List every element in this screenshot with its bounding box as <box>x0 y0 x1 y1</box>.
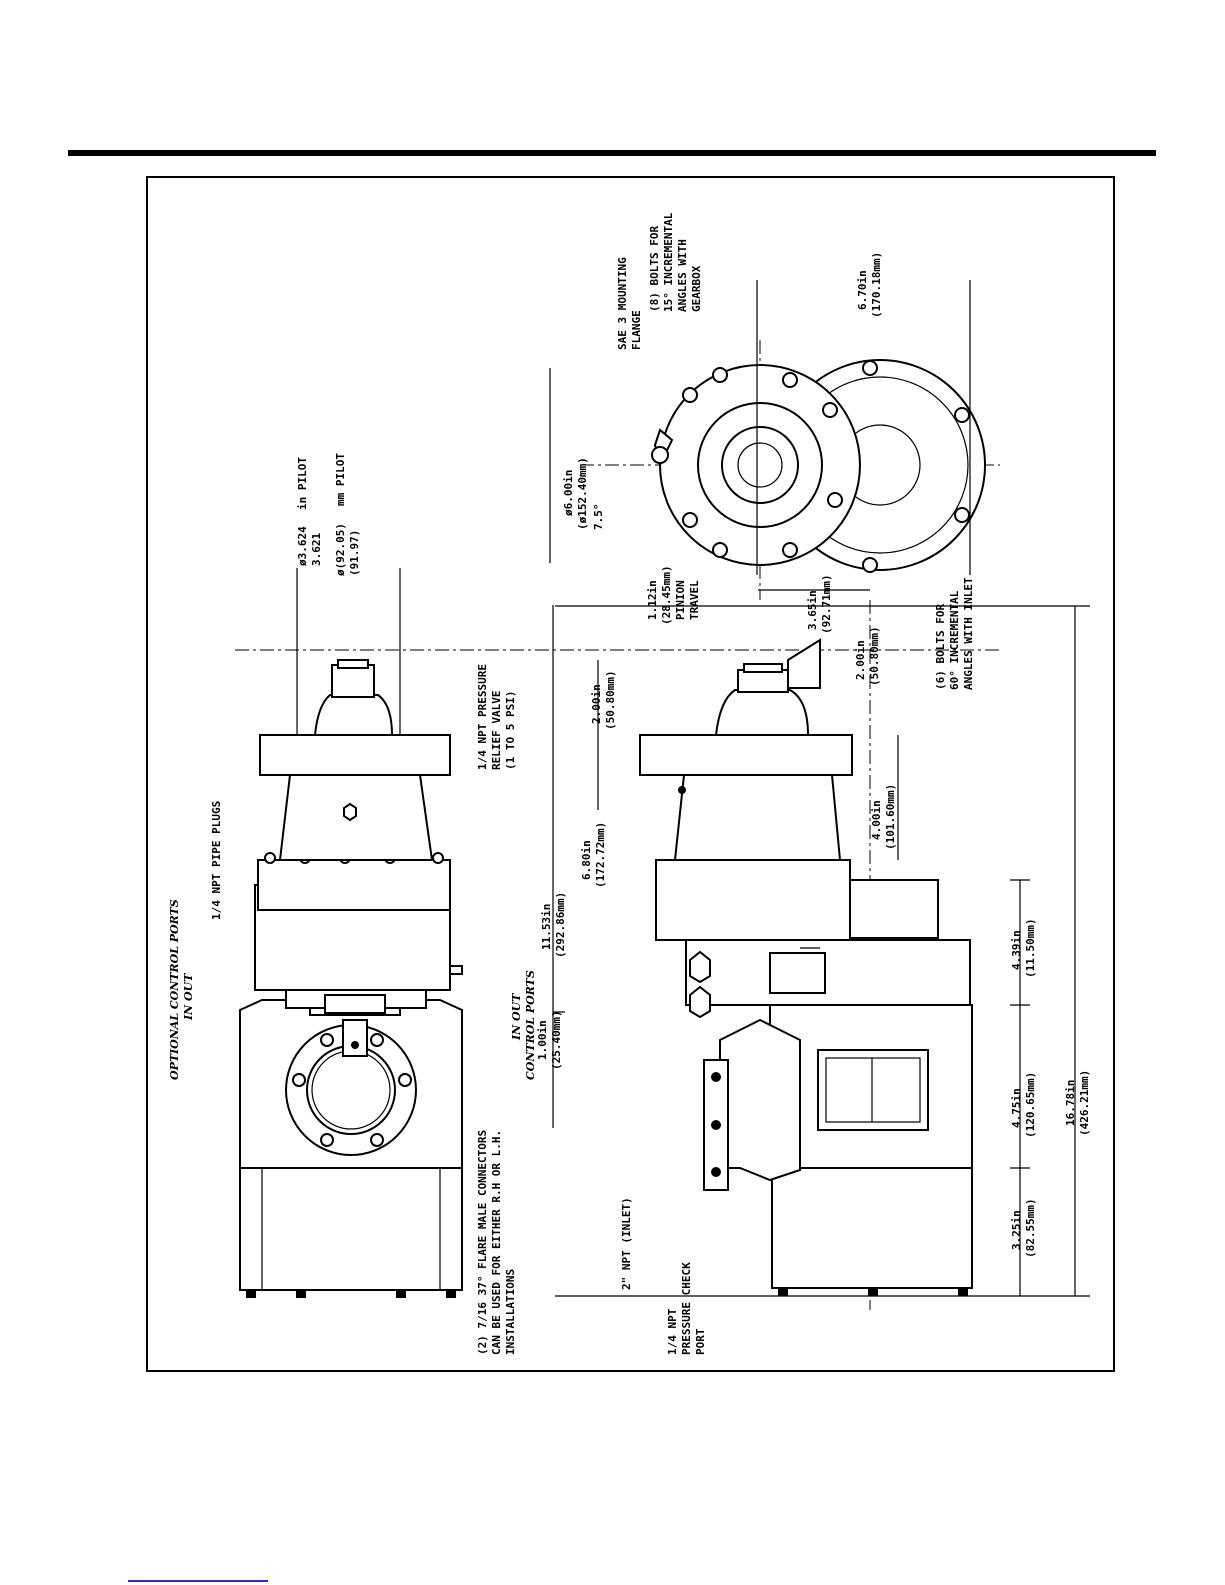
gear-flange <box>257 859 451 911</box>
label-pilot-in-b: 3.621 <box>310 533 323 566</box>
pinion-teeth <box>721 426 799 504</box>
dim-2-00a-mm: (50.80mm) <box>604 670 617 730</box>
control-port-out <box>689 950 711 984</box>
label-bolts6-3: ANGLES WITH INLET <box>962 577 975 690</box>
label-control-in-out: IN OUT <box>510 993 523 1041</box>
dim-2-00a-in: 2.00in <box>590 684 603 724</box>
label-pilot-in-unit: in PILOT <box>296 457 309 510</box>
label-relief-2: RELIEF VALVE <box>490 691 503 770</box>
label-optional-in-out: IN OUT <box>182 973 195 1021</box>
dim-2-00b-in: 2.00in <box>854 640 867 680</box>
label-pinion-4: TRAVEL <box>688 580 701 620</box>
drive-housing <box>278 774 434 861</box>
control-port-in <box>689 985 711 1019</box>
side-view <box>639 600 973 1310</box>
label-sae-2: FLANGE <box>630 310 643 350</box>
label-pilot-in-a: ø3.624 <box>296 526 309 566</box>
label-pilot-mm-b: (91.97) <box>348 530 361 576</box>
dim-6-80-in: 6.80in <box>580 840 593 880</box>
label-bolts6-1: (6) BOLTS FOR <box>934 604 947 690</box>
label-sae-1: SAE 3 MOUNTING <box>616 257 629 350</box>
side-pinion-housing <box>714 689 810 736</box>
label-inlet: 2" NPT (INLET) <box>620 1197 633 1290</box>
nameplate <box>817 1049 929 1131</box>
header-rule <box>68 150 1156 156</box>
drawing-frame <box>146 176 1115 1372</box>
label-pinion-1: 1.12in <box>646 580 659 620</box>
label-bolts6-2: 60° INCREMENTAL <box>948 590 961 690</box>
label-pinion-3: PINION <box>674 580 687 620</box>
dim-11-53-in: 11.53in <box>540 904 553 950</box>
motor-housing <box>239 1167 463 1291</box>
dim-6-70-in: 6.70in <box>856 270 869 310</box>
annotations: OPTIONAL CONTROL PORTS IN OUT IN OUT CON… <box>168 212 1091 1355</box>
label-control-ports: CONTROL PORTS <box>524 970 537 1080</box>
dim-4-39-mm: (11.50mm) <box>1024 918 1037 978</box>
dim-4-75-mm: (120.65mm) <box>1024 1072 1037 1138</box>
side-inlet-elbow <box>719 1018 801 1182</box>
label-npt-pipe-plugs: 1/4 NPT PIPE PLUGS <box>210 801 223 920</box>
dim-4-00-mm: (101.60mm) <box>884 784 897 850</box>
dim-4-39-in: 4.39in <box>1010 930 1023 970</box>
label-pilot-mm-unit: mm PILOT <box>334 453 347 506</box>
dim-3-25-mm: (82.55mm) <box>1024 1198 1037 1258</box>
label-check-1: 1/4 NPT <box>666 1308 679 1355</box>
side-mounting-flange <box>639 734 853 776</box>
label-pinion-2: (28.45mm) <box>660 565 673 625</box>
dim-6-00-in: ø6.00in <box>562 470 575 516</box>
top-view <box>235 649 1000 1298</box>
label-relief-3: (1 TO 5 PSI) <box>504 691 517 770</box>
dim-6-00-mm: (ø152.40mm) <box>576 457 589 530</box>
label-relief-1: 1/4 NPT PRESSURE <box>476 664 489 770</box>
dim-3-65-mm: (92.71mm) <box>820 574 833 634</box>
pinion-gear <box>331 664 375 698</box>
side-motor-housing <box>771 1167 973 1289</box>
side-drive-housing <box>673 774 842 861</box>
label-optional-control-ports: OPTIONAL CONTROL PORTS <box>168 899 181 1080</box>
relief-valve-plug <box>343 802 357 822</box>
label-bolts8-3: ANGLES WITH <box>676 239 689 312</box>
dim-3-65-in: 3.65in <box>806 590 819 630</box>
label-flare-3: INSTALLATIONS <box>504 1269 517 1355</box>
dim-4-00-in: 4.00in <box>870 800 883 840</box>
dim-6-70-mm: (170.18mm) <box>870 252 883 318</box>
label-angle: 7.5° <box>592 504 605 531</box>
label-pilot-mm-a: ø(92.05) <box>334 523 347 576</box>
dim-2-00b-mm: (50.80mm) <box>868 626 881 686</box>
side-pinion <box>737 669 789 693</box>
label-bolts8-1: (8) BOLTS FOR <box>648 226 661 312</box>
pinion-housing <box>313 694 394 736</box>
side-gear-housing <box>655 859 851 941</box>
label-flare-1: (2) 7/16 37° FLARE MALE CONNECTORS <box>476 1130 489 1355</box>
dim-11-53-mm: (292.86mm) <box>554 892 567 958</box>
footer-link-underline[interactable] <box>128 1580 268 1582</box>
mounting-flange <box>259 734 451 776</box>
side-valve-housing <box>685 939 971 1006</box>
dim-4-75-in: 4.75in <box>1010 1088 1023 1128</box>
dim-3-25-in: 3.25in <box>1010 1210 1023 1250</box>
label-bolts8-2: 15° INCREMENTAL <box>662 212 675 312</box>
dim-6-80-mm: (172.72mm) <box>594 822 607 888</box>
label-flare-2: CAN BE USED FOR EITHER R.H OR L.H. <box>490 1130 503 1355</box>
dimension-lines <box>296 280 1090 1297</box>
label-bolts8-4: GEARBOX <box>690 265 703 312</box>
dim-1-00-mm: (25.40mm) <box>550 1010 563 1070</box>
dim-16-78-mm: (426.21mm) <box>1078 1070 1091 1136</box>
end-view <box>580 340 1000 600</box>
dim-1-00-in: 1.00in <box>536 1020 549 1060</box>
dim-16-78-in: 16.78in <box>1064 1080 1077 1126</box>
label-check-2: PRESSURE CHECK <box>680 1262 693 1355</box>
label-check-3: PORT <box>694 1328 707 1355</box>
